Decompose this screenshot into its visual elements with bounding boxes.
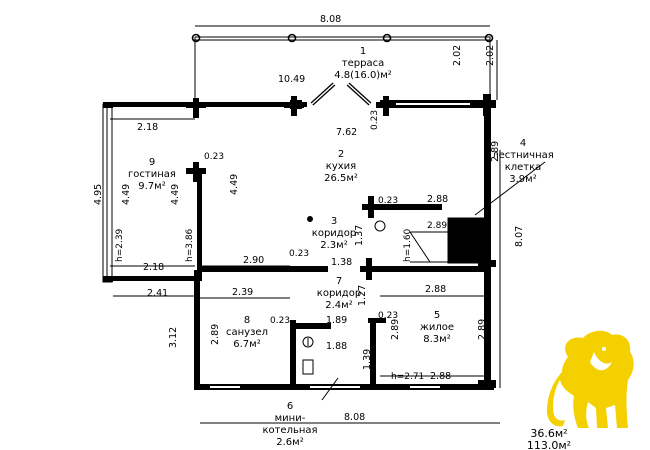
terrace-doors: [310, 82, 372, 106]
dim-right-total: 8.07: [514, 226, 525, 247]
room-5-area: 8.3м²: [423, 334, 450, 345]
dim-127: 1.27: [357, 285, 368, 306]
dim-terrace-depth-2: 2.02: [485, 45, 496, 66]
dim-terrace-depth-1: 2.02: [452, 45, 463, 66]
room-1-area: 4.8(16.0)м²: [334, 70, 392, 81]
dim-partition-b: 0.23: [204, 152, 224, 162]
dim-bottom-total: 8.08: [344, 412, 365, 423]
room-2-area: 26.5м²: [324, 173, 358, 184]
dim-living-bottom: 2.18: [143, 262, 164, 273]
room-8-number: 8: [244, 315, 250, 326]
room-5-name: жилое: [420, 322, 454, 333]
dim-241: 2.41: [147, 288, 168, 299]
dim-239: 2.39: [232, 287, 253, 298]
room-9-name: гостиная: [128, 169, 176, 180]
room-4-area: 3.9м²: [509, 174, 536, 185]
dim-living-outer-h: 4.95: [93, 184, 104, 205]
room-5-number: 5: [434, 310, 440, 321]
dim-living-h2: h=3.86: [185, 228, 195, 262]
dim-partition-e: 0.23: [270, 316, 290, 326]
dim-139: 1.39: [362, 349, 373, 370]
totals: 36.6м² 113.0м²: [527, 427, 571, 450]
interior-walls: [197, 170, 490, 388]
room-labels: 1 терраса 4.8(16.0)м² 2 кухия 26.5м² 3 к…: [128, 46, 554, 448]
room-8-name: санузел: [226, 327, 268, 338]
dim-room5-bottom: 2.88: [430, 371, 451, 382]
room-3-name: коридор: [312, 228, 356, 239]
dim-living-top: 2.18: [137, 122, 158, 133]
dim-kitchen-len: 7.62: [336, 127, 357, 138]
room-4-number: 4: [520, 138, 526, 149]
living-bay: [102, 102, 113, 283]
dim-living-h: h=2.39: [115, 228, 125, 262]
total-area-2: 113.0м²: [527, 439, 571, 450]
room-1-number: 1: [360, 46, 366, 57]
room-3-number: 3: [331, 216, 337, 227]
room-4-name-2: клетка: [505, 162, 542, 173]
fixtures: [302, 216, 386, 375]
dim-stair-side: 2.89: [490, 141, 501, 162]
dim-corr-138: 1.38: [331, 257, 352, 268]
dim-room5-h2: 2.89: [477, 319, 488, 340]
dim-living-inner-h2: 4.49: [170, 184, 181, 205]
dim-partition-a: 0.23: [370, 110, 380, 130]
room-4-name-1: лестничная: [492, 150, 554, 161]
dim-290: 2.90: [243, 255, 264, 266]
dim-partition-d: 0.23: [289, 249, 309, 259]
room-7-name: коридор: [317, 288, 361, 299]
room-7-area: 2.4м²: [325, 300, 352, 311]
dim-room5-h: h=2.71: [391, 372, 424, 382]
dim-living-inner-h: 4.49: [121, 184, 132, 205]
dim-189: 1.89: [326, 315, 347, 326]
dim-stair-w1: 2.88: [427, 194, 448, 205]
dim-room5-w: 2.88: [425, 284, 446, 295]
bottom-wall: [194, 384, 494, 390]
dim-corr-137: 1.37: [354, 225, 365, 246]
dim-room5-h1: 2.89: [390, 319, 401, 340]
dim-289a: 2.89: [210, 324, 221, 345]
dim-stair-side2: 1.38: [475, 227, 486, 248]
room-3-area: 2.3м²: [320, 240, 347, 251]
left-wall-lower: [112, 270, 202, 388]
room-8-area: 6.7м²: [233, 339, 260, 350]
room-9-number: 9: [149, 157, 155, 168]
dim-188: 1.88: [326, 341, 347, 352]
room-6-name-1: мини-: [275, 413, 306, 424]
dimension-labels: 8.08 2.02 2.02 10.49 7.62 0.23 2.18 0.23…: [93, 14, 525, 423]
dim-stair-w2: 2.89: [427, 221, 447, 231]
dim-partition-f: 0.23: [378, 311, 398, 321]
room-6-number: 6: [287, 401, 293, 412]
dim-312: 3.12: [168, 327, 179, 348]
dim-partition-c: 0.23: [378, 196, 398, 206]
dim-top-width: 8.08: [320, 14, 341, 25]
room-6-area: 2.6м²: [276, 437, 303, 448]
dim-terrace-len: 10.49: [278, 74, 305, 85]
room-6-name-2: котельная: [262, 425, 317, 436]
dim-stair-h: h=1.60: [403, 228, 413, 262]
dim-kitchen-h: 4.49: [229, 174, 240, 195]
room-1-name: терраса: [342, 58, 384, 69]
room-2-name: кухия: [326, 161, 356, 172]
elephant-logo: [546, 330, 634, 428]
room-9-area: 9.7м²: [138, 181, 165, 192]
room-7-number: 7: [336, 276, 342, 287]
dimension-lines: [110, 25, 546, 424]
terrace: [191, 33, 494, 103]
total-area-1: 36.6м²: [530, 427, 567, 440]
room-2-number: 2: [338, 149, 344, 160]
